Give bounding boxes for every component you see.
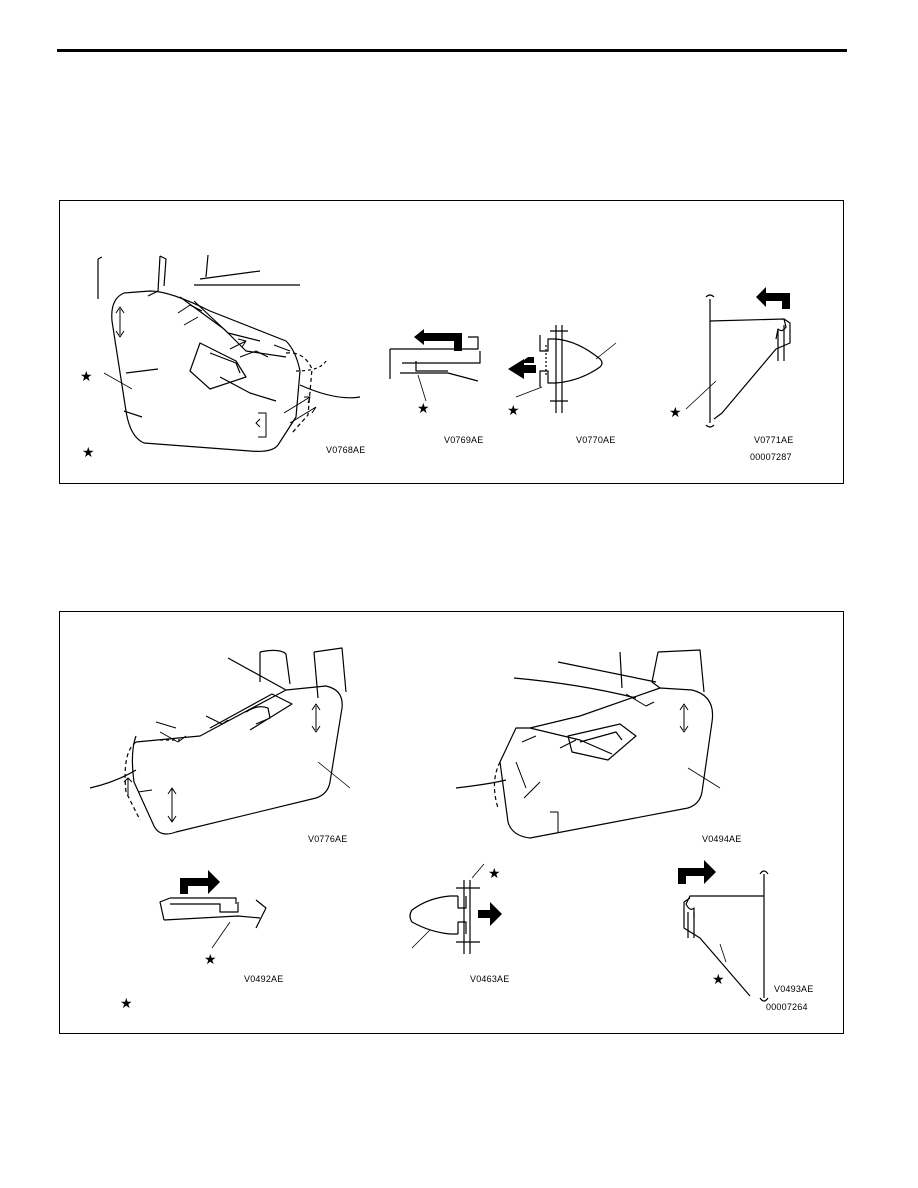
figure-code: V0770AE (576, 435, 616, 445)
seat-side-cover-icon (97, 254, 361, 452)
star-markers: ★ ★ ★ ★ ★ (80, 369, 682, 461)
seat-side-cover-icon (455, 649, 721, 839)
clip-detail-icon-b (515, 325, 617, 413)
top-rule (57, 49, 847, 52)
thick-bent-arrow-icon (414, 287, 790, 379)
figure-1-illustration: ★ ★ ★ ★ ★ (80, 254, 791, 461)
star-icon: ★ (669, 405, 682, 421)
star-icon: ★ (417, 401, 430, 417)
star-markers: ★ ★ ★ ★ (120, 866, 725, 1012)
clip-detail-icon-a (159, 897, 267, 949)
star-icon: ★ (507, 403, 520, 419)
figure-code: V0776AE (308, 834, 348, 844)
figure-box-rear-seat-side-cover-removal: ★ ★ ★ ★ V0776AE V0494AE V0492AE V0463AE … (59, 611, 844, 1034)
figure-2-illustration: ★ ★ ★ ★ (89, 647, 769, 1012)
clip-detail-icon-c (685, 294, 791, 428)
part-number: 00007287 (750, 452, 792, 462)
figure-code: V0493AE (774, 984, 814, 994)
star-icon: ★ (82, 445, 95, 461)
clip-detail-icon-a (389, 336, 481, 402)
figure-code: V0769AE (444, 435, 484, 445)
star-icon: ★ (712, 972, 725, 988)
figure-code: V0492AE (244, 974, 284, 984)
thick-bent-arrow-icon (180, 860, 716, 926)
seat-side-cover-icon (89, 647, 351, 835)
figure-code: V0771AE (754, 435, 794, 445)
clip-detail-icon-c (683, 870, 769, 1002)
part-number: 00007264 (766, 1002, 808, 1012)
figure-code: V0463AE (470, 974, 510, 984)
star-icon: ★ (488, 866, 501, 882)
figure-code: V0768AE (326, 445, 366, 455)
star-icon: ★ (80, 369, 93, 385)
figure-code: V0494AE (702, 834, 742, 844)
star-icon: ★ (120, 996, 133, 1012)
clip-detail-icon-b (409, 863, 485, 954)
figure-box-front-seat-side-cover-removal: ★ ★ ★ ★ ★ V0768AE V0769AE V0770AE V0771A… (59, 200, 844, 484)
star-icon: ★ (204, 952, 217, 968)
